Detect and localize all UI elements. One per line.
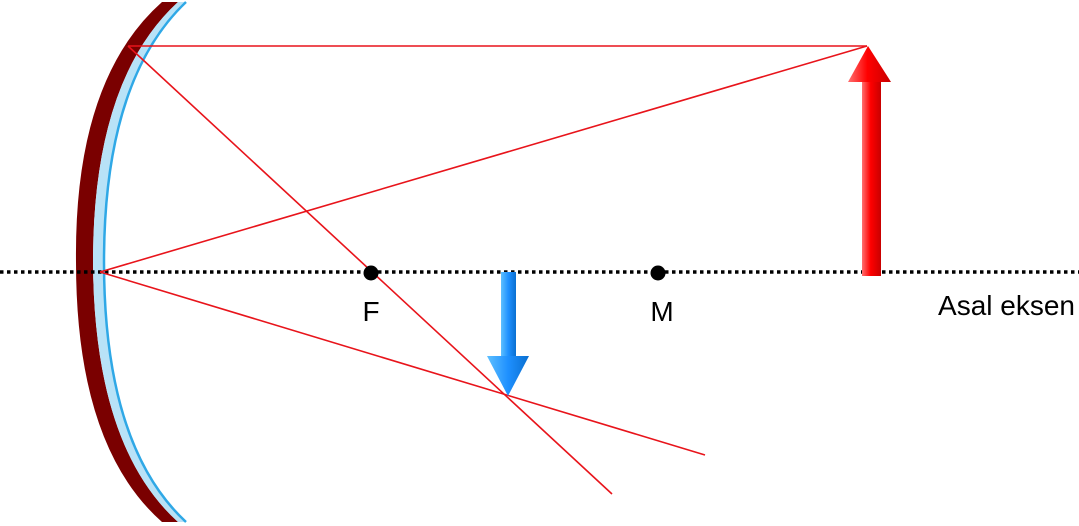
light-rays — [99, 45, 868, 495]
object-arrow — [848, 46, 891, 276]
image-arrow — [487, 272, 529, 396]
concave-mirror — [75, 1, 187, 523]
focal-point-dot — [363, 265, 379, 281]
mirror-front-edge — [102, 1, 187, 523]
principal-axis-label: Asal eksen — [938, 290, 1075, 321]
center-of-curvature-dot — [650, 265, 666, 281]
mirror-back-surface — [75, 2, 178, 522]
object-arrow-shaft — [862, 80, 881, 276]
focal-point-label: F — [362, 296, 379, 327]
ray-from-vertex-reflected — [99, 271, 706, 456]
image-arrow-head — [487, 356, 529, 396]
object-arrow-head — [848, 46, 891, 82]
ray-to-vertex-incident — [99, 45, 868, 273]
image-arrow-shaft — [501, 272, 516, 358]
center-of-curvature-label: M — [650, 296, 673, 327]
